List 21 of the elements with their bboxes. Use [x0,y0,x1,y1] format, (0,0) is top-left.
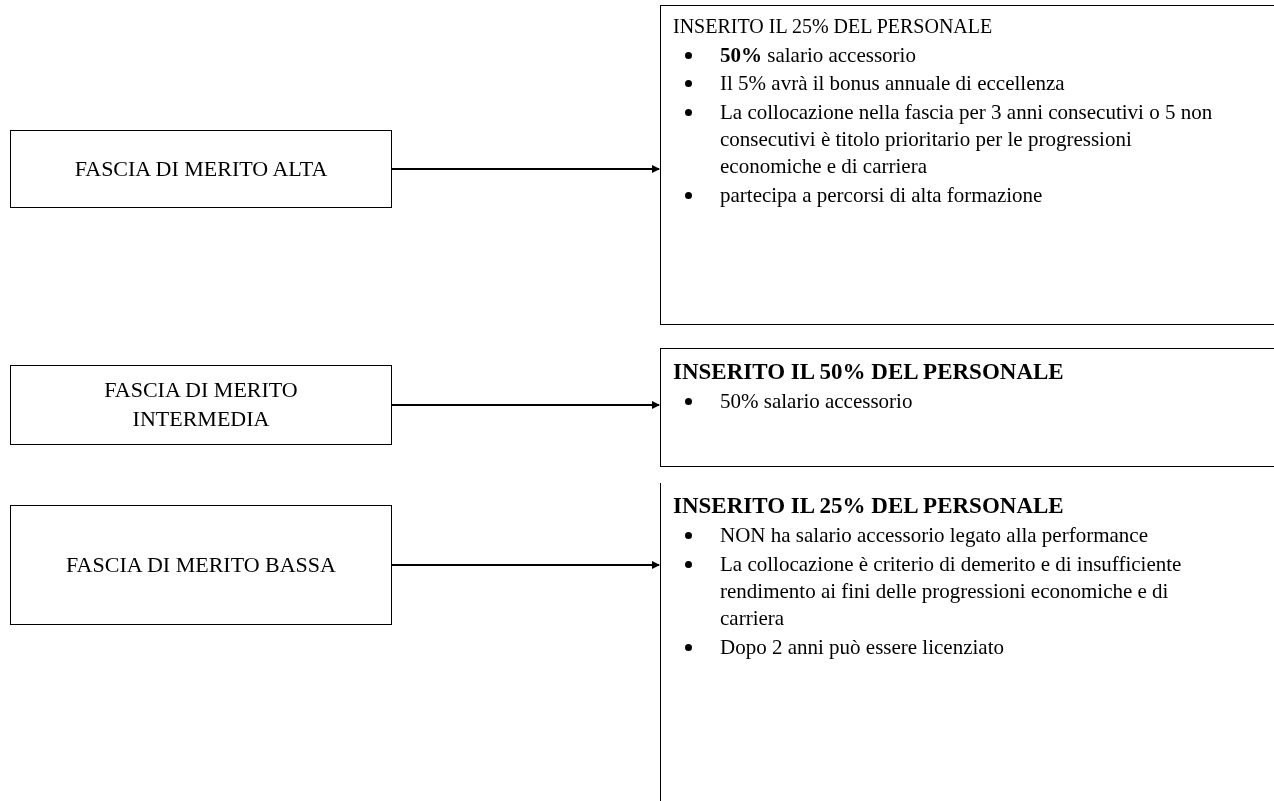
description-box [660,5,1274,325]
bullet-text: Dopo 2 anni può essere licenziato [720,633,1004,661]
section-heading: INSERITO IL 50% DEL PERSONALE [673,358,1065,386]
bullet-text: La collocazione è criterio di demerito e di insufficiente rendimento ai fini delle progressioni economiche e di carriera [720,551,1183,632]
section-heading: INSERITO IL 25% DEL PERSONALE [673,492,1065,520]
arrow [391,165,660,173]
category-label: FASCIA DI MERITO ALTA [74,154,328,183]
description-box [660,348,1274,467]
category-label: FASCIA DI MERITO BASSA [66,550,336,579]
bullet-text: Il 5% avrà il bonus annuale di eccellenza [720,70,1065,98]
arrow [391,561,660,569]
arrow [391,401,660,409]
category-box [10,505,392,625]
bullet-text: partecipa a percorsi di alta formazione [720,181,1043,209]
bullet-text: NON ha salario accessorio legato alla performance [720,522,1148,550]
category-box [10,130,392,208]
category-box [10,365,392,445]
bullet-text: 50% salario accessorio [720,388,913,416]
category-label: FASCIA DI MERITO INTERMEDIA [103,376,299,433]
section-heading: INSERITO IL 25% DEL PERSONALE [673,14,994,39]
bullet-text: 50% salario accessorio [720,41,916,69]
